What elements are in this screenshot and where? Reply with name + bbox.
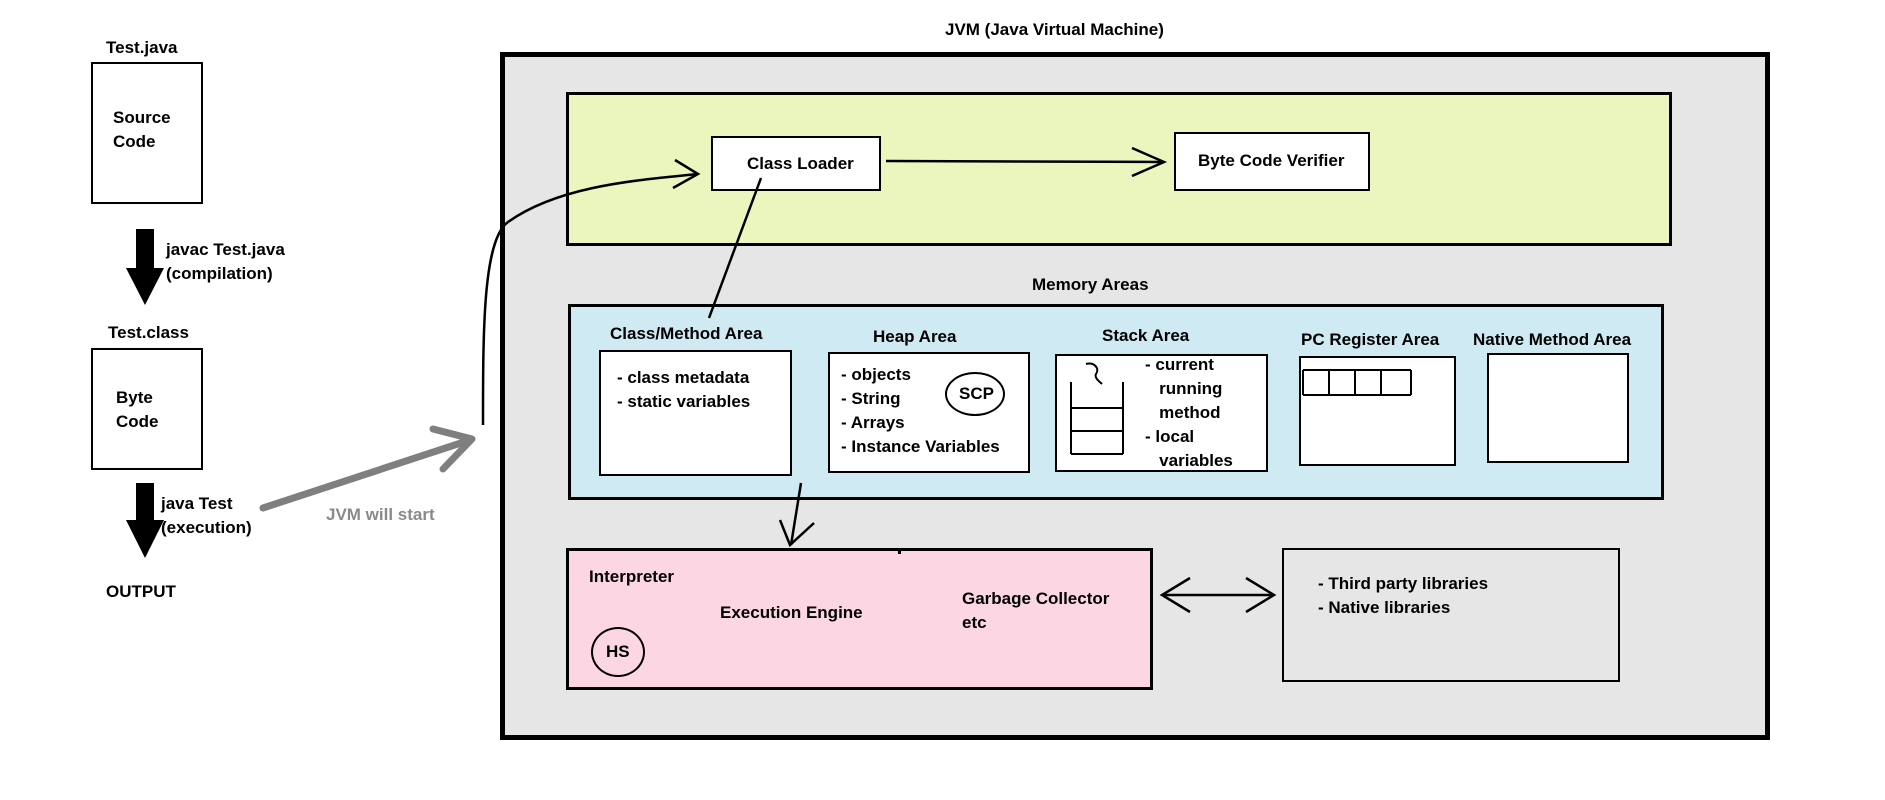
hs-circle: HS bbox=[591, 627, 645, 677]
libraries-label: - Third party libraries - Native librari… bbox=[1318, 574, 1489, 617]
source-code-label: Source Code bbox=[113, 108, 171, 151]
source-file-label: Test.java bbox=[106, 38, 178, 57]
jvm-start-arrow bbox=[259, 425, 476, 512]
interpreter-label: Interpreter bbox=[589, 567, 675, 586]
compile-command-label: javac Test.java (compilation) bbox=[166, 240, 285, 283]
compile-arrow bbox=[126, 229, 164, 305]
stack-area-title: Stack Area bbox=[1102, 326, 1190, 345]
libraries-box: - Third party libraries - Native librari… bbox=[1282, 548, 1620, 682]
hs-label: HS bbox=[606, 642, 630, 661]
output-label: OUTPUT bbox=[106, 582, 176, 601]
class-method-area-title: Class/Method Area bbox=[610, 324, 763, 343]
stack-area-box: - current running method - local variabl… bbox=[1055, 354, 1268, 472]
class-loader-label: Class Loader bbox=[747, 154, 854, 173]
jvm-title: JVM (Java Virtual Machine) bbox=[945, 20, 1164, 39]
class-method-area-box: - class metadata - static variables bbox=[599, 350, 792, 476]
scp-label: SCP bbox=[959, 384, 994, 403]
jvm-start-label: JVM will start bbox=[326, 505, 435, 524]
heap-area-title: Heap Area bbox=[873, 327, 957, 346]
byte-code-box: Byte Code bbox=[91, 348, 203, 470]
byte-code-label: Byte Code bbox=[116, 388, 159, 431]
heap-area-box: - objects - String - Arrays - Instance V… bbox=[828, 352, 1030, 473]
memory-areas-title: Memory Areas bbox=[1032, 275, 1149, 294]
byte-code-verifier-label: Byte Code Verifier bbox=[1198, 151, 1345, 170]
garbage-collector-label: Garbage Collector etc bbox=[962, 589, 1110, 632]
heap-area-items: - objects - String - Arrays - Instance V… bbox=[841, 365, 1000, 456]
native-method-area-box bbox=[1487, 353, 1629, 463]
scp-circle: SCP bbox=[945, 372, 1005, 416]
execution-engine-label: Execution Engine bbox=[720, 603, 863, 622]
execution-engine-panel: Interpreter HS Execution Engine Garbage … bbox=[566, 548, 1153, 690]
execute-arrow bbox=[126, 483, 164, 558]
source-code-box: Source Code bbox=[91, 62, 203, 204]
class-loader-box: Class Loader bbox=[711, 136, 881, 191]
byte-code-verifier-box: Byte Code Verifier bbox=[1174, 132, 1370, 191]
pc-register-area-box bbox=[1299, 356, 1456, 466]
run-command-label: java Test (execution) bbox=[161, 494, 252, 537]
class-file-label: Test.class bbox=[108, 323, 189, 342]
pc-register-area-title: PC Register Area bbox=[1301, 330, 1440, 349]
class-method-area-items: - class metadata - static variables bbox=[617, 368, 751, 411]
stack-area-items: - current running method - local variabl… bbox=[1145, 355, 1233, 470]
native-method-area-title: Native Method Area bbox=[1473, 330, 1632, 349]
